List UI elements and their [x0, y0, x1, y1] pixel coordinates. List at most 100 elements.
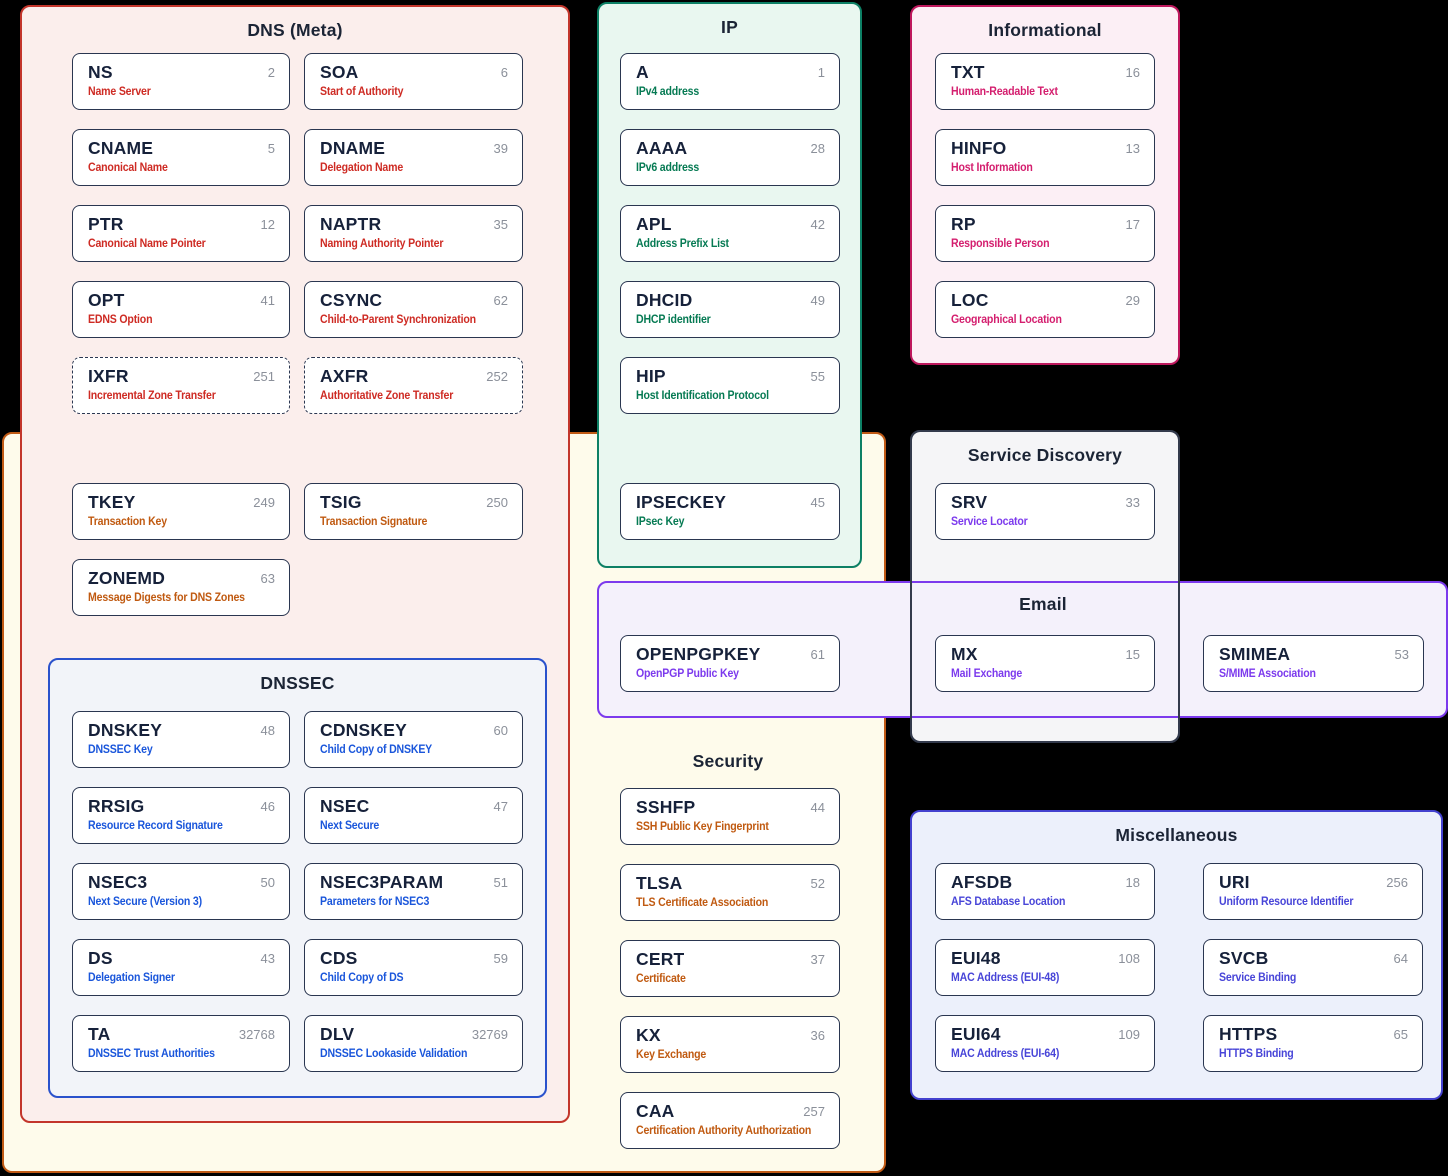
record-description: Certification Authority Authorization [636, 1123, 812, 1137]
record-type-label: MX [951, 644, 978, 664]
record-description: IPv6 address [636, 160, 700, 174]
record-type-label: IPSECKEY [636, 492, 727, 512]
record-description: OpenPGP Public Key [636, 666, 739, 680]
record-description: HTTPS Binding [1219, 1046, 1294, 1060]
record-type-label: CERT [636, 949, 685, 969]
section-title-miscellaneous: Miscellaneous [1115, 825, 1238, 845]
record-type-label: AFSDB [951, 872, 1013, 892]
record-description: Responsible Person [951, 236, 1050, 250]
record-card: SSHFP 44 SSH Public Key Fingerprint [620, 788, 840, 845]
record-description: Message Digests for DNS Zones [88, 590, 245, 604]
record-card: TSIG 250 Transaction Signature [304, 483, 523, 540]
record-type-label: DHCID [636, 290, 693, 310]
record-type-number: 50 [260, 875, 275, 890]
record-description: IPv4 address [636, 84, 700, 98]
record-type-label: RRSIG [88, 796, 145, 816]
record-description: Start of Authority [320, 84, 404, 98]
record-card: CSYNC 62 Child-to-Parent Synchronization [304, 281, 523, 338]
record-card: NSEC3 50 Next Secure (Version 3) [72, 863, 290, 920]
record-type-number: 16 [1125, 65, 1140, 80]
record-description: Address Prefix List [636, 236, 729, 250]
ip-cards: A 1 IPv4 address AAAA 28 IPv6 address AP… [620, 53, 840, 414]
record-type-label: OPENPGPKEY [636, 644, 761, 664]
record-description: Host Information [951, 160, 1033, 174]
record-description: Geographical Location [951, 312, 1062, 326]
section-title-security: Security [692, 751, 764, 771]
record-type-label: TLSA [636, 873, 683, 893]
record-card: URI 256 Uniform Resource Identifier [1203, 863, 1423, 920]
record-type-label: SMIMEA [1219, 644, 1291, 664]
record-card: TLSA 52 TLS Certificate Association [620, 864, 840, 921]
record-type-label: URI [1219, 872, 1250, 892]
record-card: MX 15 Mail Exchange [935, 635, 1155, 692]
email-service-discovery-overlap-cards: MX 15 Mail Exchange [935, 635, 1155, 692]
record-type-label: NS [88, 62, 113, 82]
record-type-number: 33 [1125, 495, 1140, 510]
ip-security-overlap-cards: IPSECKEY 45 IPsec Key [620, 483, 840, 540]
record-description: Delegation Signer [88, 970, 175, 984]
record-card: AAAA 28 IPv6 address [620, 129, 840, 186]
record-type-number: 29 [1125, 293, 1140, 308]
record-card-header: TLSA 52 [636, 873, 825, 893]
record-card-header: IPSECKEY 45 [636, 492, 825, 512]
record-type-number: 44 [810, 800, 825, 815]
record-description: Canonical Name [88, 160, 168, 174]
record-description: Transaction Signature [320, 514, 428, 528]
record-type-number: 52 [810, 876, 825, 891]
record-card-header: TKEY 249 [88, 492, 275, 512]
email-security-overlap-cards: OPENPGPKEY 61 OpenPGP Public Key [620, 635, 840, 692]
record-card: IPSECKEY 45 IPsec Key [620, 483, 840, 540]
section-title-service-discovery: Service Discovery [967, 445, 1123, 465]
record-type-label: A [636, 62, 649, 82]
record-type-label: SOA [320, 62, 359, 82]
record-type-number: 42 [810, 217, 825, 232]
record-card: TXT 16 Human-Readable Text [935, 53, 1155, 110]
record-type-number: 36 [810, 1028, 825, 1043]
record-card: DHCID 49 DHCP identifier [620, 281, 840, 338]
record-type-label: DLV [320, 1024, 355, 1044]
record-card-header: NSEC3 50 [88, 872, 275, 892]
record-description: Service Locator [951, 514, 1028, 528]
record-type-label: RP [951, 214, 976, 234]
section-title-email: Email [1019, 594, 1067, 614]
record-card-header: URI 256 [1219, 872, 1408, 892]
record-card-header: HINFO 13 [951, 138, 1140, 158]
record-card: CNAME 5 Canonical Name [72, 129, 290, 186]
record-card: RP 17 Responsible Person [935, 205, 1155, 262]
record-card-header: KX 36 [636, 1025, 825, 1045]
record-type-number: 256 [1386, 875, 1408, 890]
record-description: Host Identification Protocol [636, 388, 769, 402]
record-description: Child-to-Parent Synchronization [320, 312, 476, 326]
record-card-header: TSIG 250 [320, 492, 508, 512]
record-card: SMIMEA 53 S/MIME Association [1203, 635, 1424, 692]
record-type-number: 28 [810, 141, 825, 156]
section-title-dns-meta: DNS (Meta) [247, 20, 343, 40]
record-type-number: 63 [260, 571, 275, 586]
record-type-label: TXT [951, 62, 985, 82]
record-card: NSEC3PARAM 51 Parameters for NSEC3 [304, 863, 523, 920]
record-type-label: HIP [636, 366, 666, 386]
record-type-label: AXFR [320, 366, 369, 386]
record-type-number: 65 [1393, 1027, 1408, 1042]
record-type-number: 108 [1118, 951, 1140, 966]
record-type-label: APL [636, 214, 672, 234]
record-card-header: NAPTR 35 [320, 214, 508, 234]
record-card: HINFO 13 Host Information [935, 129, 1155, 186]
record-type-number: 55 [810, 369, 825, 384]
informational-cards: TXT 16 Human-Readable Text HINFO 13 Host… [935, 53, 1155, 338]
record-card-header: AAAA 28 [636, 138, 825, 158]
record-card-header: ZONEMD 63 [88, 568, 275, 588]
record-type-number: 41 [260, 293, 275, 308]
record-card-header: MX 15 [951, 644, 1140, 664]
record-type-label: IXFR [88, 366, 129, 386]
record-card: APL 42 Address Prefix List [620, 205, 840, 262]
record-description: Human-Readable Text [951, 84, 1058, 98]
record-description: Name Server [88, 84, 151, 98]
record-description: MAC Address (EUI-48) [951, 970, 1060, 984]
record-card: CAA 257 Certification Authority Authoriz… [620, 1092, 840, 1149]
record-description: Incremental Zone Transfer [88, 388, 216, 402]
record-type-number: 15 [1125, 647, 1140, 662]
record-description: DHCP identifier [636, 312, 711, 326]
record-card-header: CSYNC 62 [320, 290, 508, 310]
